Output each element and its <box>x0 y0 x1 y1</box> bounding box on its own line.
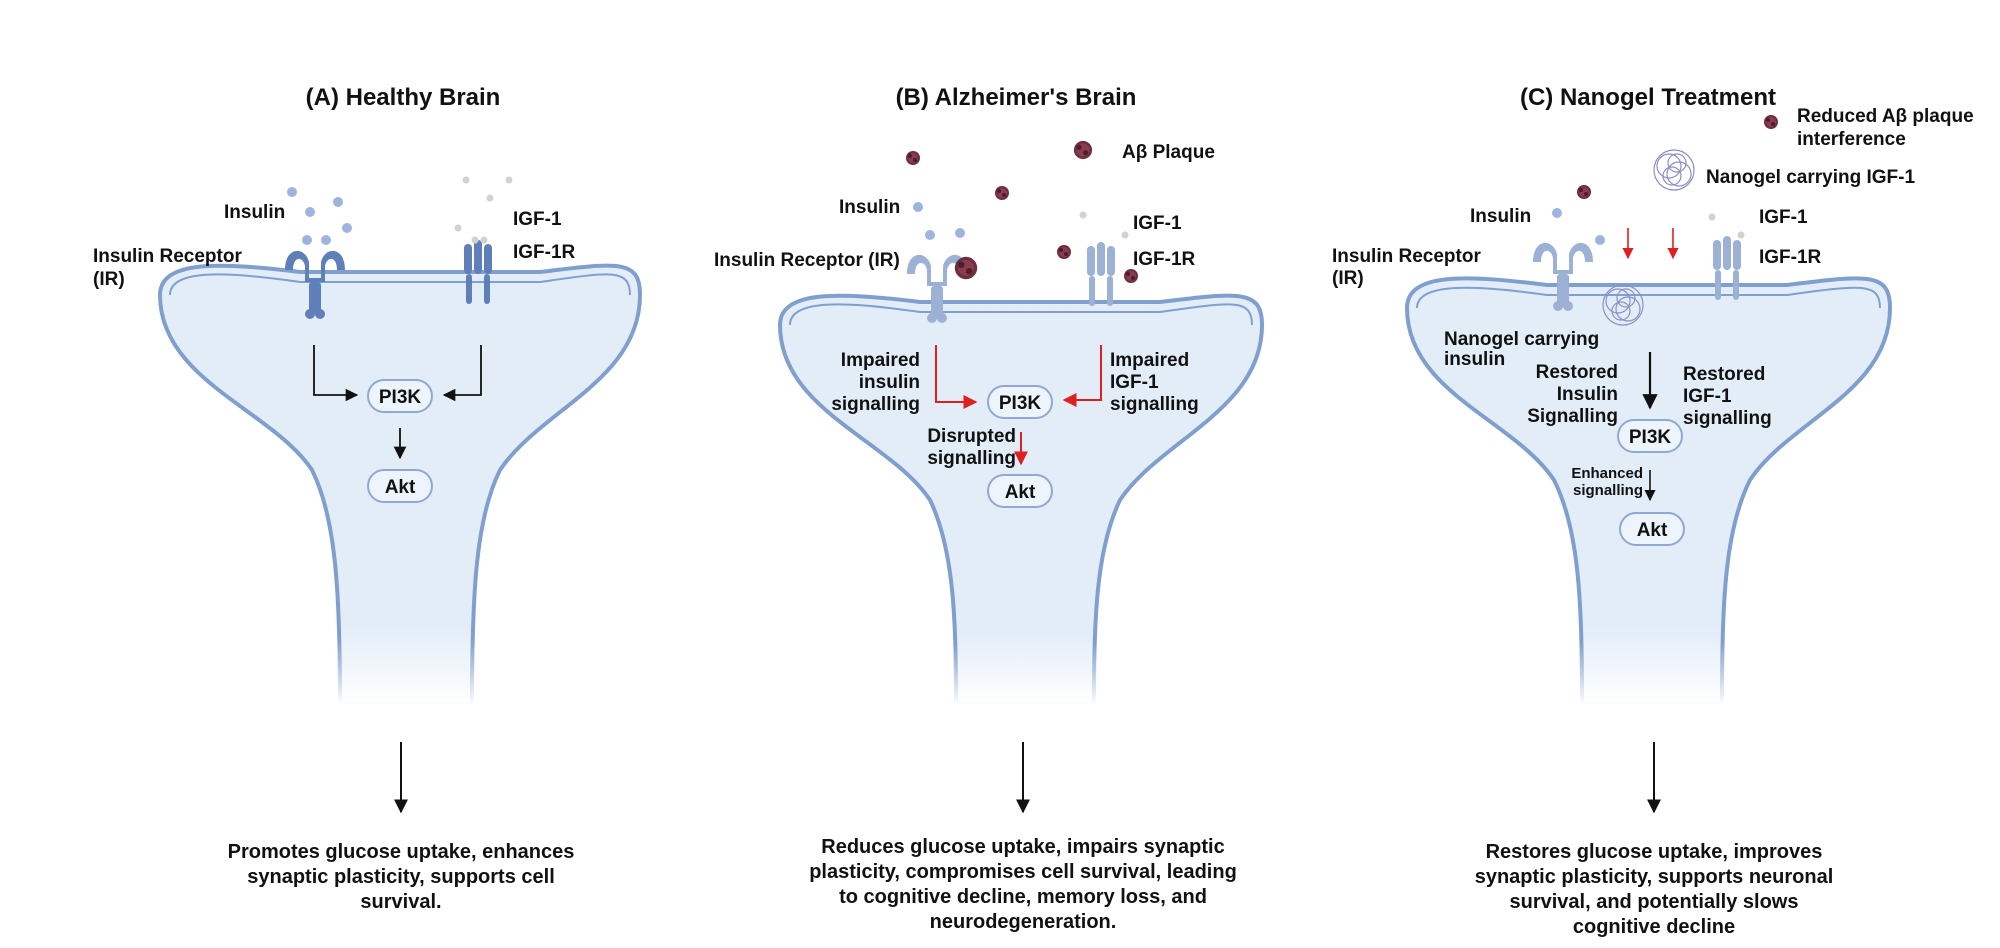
caption-line-1: Reduces glucose uptake, impairs synaptic <box>821 836 1224 858</box>
disrupted-2: signalling <box>927 448 1016 469</box>
insulin-label: Insulin <box>1470 206 1531 227</box>
igf1-label: IGF-1 <box>513 209 562 230</box>
caption-line-3: survival. <box>360 891 441 913</box>
akt-label: Akt <box>1005 482 1036 503</box>
restored-insulin-1: Restored <box>1536 362 1618 383</box>
pi3k-label: PI3K <box>379 387 422 408</box>
igf1r-label: IGF-1R <box>1133 249 1196 270</box>
pi3k-label: PI3K <box>1629 427 1672 448</box>
panel-a-title: (A) Healthy Brain <box>306 84 501 111</box>
legend-plaque-1: Reduced Aβ plaque <box>1797 106 1974 127</box>
akt-node <box>367 469 433 503</box>
panel-c-title: (C) Nanogel Treatment <box>1520 84 1776 111</box>
pi3k-label: PI3K <box>999 393 1042 414</box>
nanogel-igf1-icon <box>1653 149 1695 191</box>
nanogel-insulin-icon <box>1602 284 1644 326</box>
caption-line-4: cognitive decline <box>1573 916 1735 938</box>
restored-insulin-2: Insulin <box>1557 384 1618 405</box>
igf1-molecules-icon <box>1708 213 1745 239</box>
insulin-label: Insulin <box>839 197 900 218</box>
caption-line-3: survival, and potentially slows <box>1510 891 1799 913</box>
panel-b-title: (B) Alzheimer's Brain <box>896 84 1137 111</box>
akt-node <box>1619 512 1685 546</box>
enhanced-2: signalling <box>1573 482 1643 499</box>
enhanced-1: Enhanced <box>1571 465 1643 482</box>
insulin-molecules-icon <box>1552 208 1605 245</box>
receptor-label-2: (IR) <box>93 269 125 290</box>
impaired-igf-1: Impaired <box>1110 350 1189 371</box>
nanogel-insulin-1: Nanogel carrying <box>1444 329 1599 350</box>
panel-alzheimers: (B) Alzheimer's Brain Aβ Plaque Insulin … <box>714 84 1265 933</box>
panel-nanogel: (C) Nanogel Treatment R <box>1332 84 1974 938</box>
impaired-insulin-arrow <box>935 345 978 409</box>
pi3k-node <box>987 385 1053 419</box>
impaired-igf-arrow <box>1062 345 1102 407</box>
akt-label: Akt <box>385 477 416 498</box>
akt-node <box>987 474 1053 508</box>
nanogel-insulin-2: insulin <box>1444 349 1505 370</box>
receptor-label: Insulin Receptor (IR) <box>714 250 900 271</box>
receptor-label-1: Insulin Receptor <box>1332 246 1481 267</box>
igf1-label: IGF-1 <box>1759 207 1808 228</box>
igf-pathway-arrow <box>442 345 482 402</box>
impaired-igf-3: signalling <box>1110 394 1199 415</box>
impaired-insulin-3: signalling <box>831 394 920 415</box>
impaired-insulin-2: insulin <box>859 372 920 393</box>
disrupted-1: Disrupted <box>927 426 1016 447</box>
pi3k-node <box>1617 419 1683 453</box>
caption-line-1: Restores glucose uptake, improves <box>1486 841 1823 863</box>
caption-line-4: neurodegeneration. <box>930 911 1117 933</box>
receptor-label-1: Insulin Receptor <box>93 246 242 267</box>
caption-line-1: Promotes glucose uptake, enhances <box>228 841 575 863</box>
igf1-molecules-icon <box>1079 211 1129 239</box>
insulin-molecules-icon <box>913 202 965 240</box>
pi3k-node <box>367 379 433 413</box>
restored-igf-3: signalling <box>1683 408 1772 429</box>
legend-nanogel: Nanogel carrying IGF-1 <box>1706 167 1915 188</box>
restored-insulin-3: Signalling <box>1527 406 1618 427</box>
insulin-pathway-arrow <box>313 345 359 402</box>
caption-line-2: synaptic plasticity, supports cell <box>247 866 555 888</box>
igf1-label: IGF-1 <box>1133 213 1182 234</box>
igf1r-label: IGF-1R <box>513 242 576 263</box>
restored-igf-2: IGF-1 <box>1683 386 1732 407</box>
legend-plaque-2: interference <box>1797 129 1906 150</box>
akt-label: Akt <box>1637 520 1668 541</box>
restored-igf-1: Restored <box>1683 364 1765 385</box>
caption-line-2: synaptic plasticity, supports neuronal <box>1475 866 1834 888</box>
caption-line-3: to cognitive decline, memory loss, and <box>839 886 1207 908</box>
igf1r-label: IGF-1R <box>1759 247 1822 268</box>
impaired-igf-2: IGF-1 <box>1110 372 1159 393</box>
impaired-insulin-1: Impaired <box>841 350 920 371</box>
receptor-label-2: (IR) <box>1332 268 1364 289</box>
igf1-receptor-icon <box>1087 242 1115 306</box>
insulin-label: Insulin <box>224 202 285 223</box>
insulin-molecules-icon <box>287 187 352 245</box>
caption-line-2: plasticity, compromises cell survival, l… <box>809 861 1237 883</box>
plaque-label: Aβ Plaque <box>1122 142 1215 163</box>
panel-healthy: (A) Healthy Brain Insulin Insulin Recept… <box>93 84 643 913</box>
igf1-molecules-icon <box>454 176 513 244</box>
